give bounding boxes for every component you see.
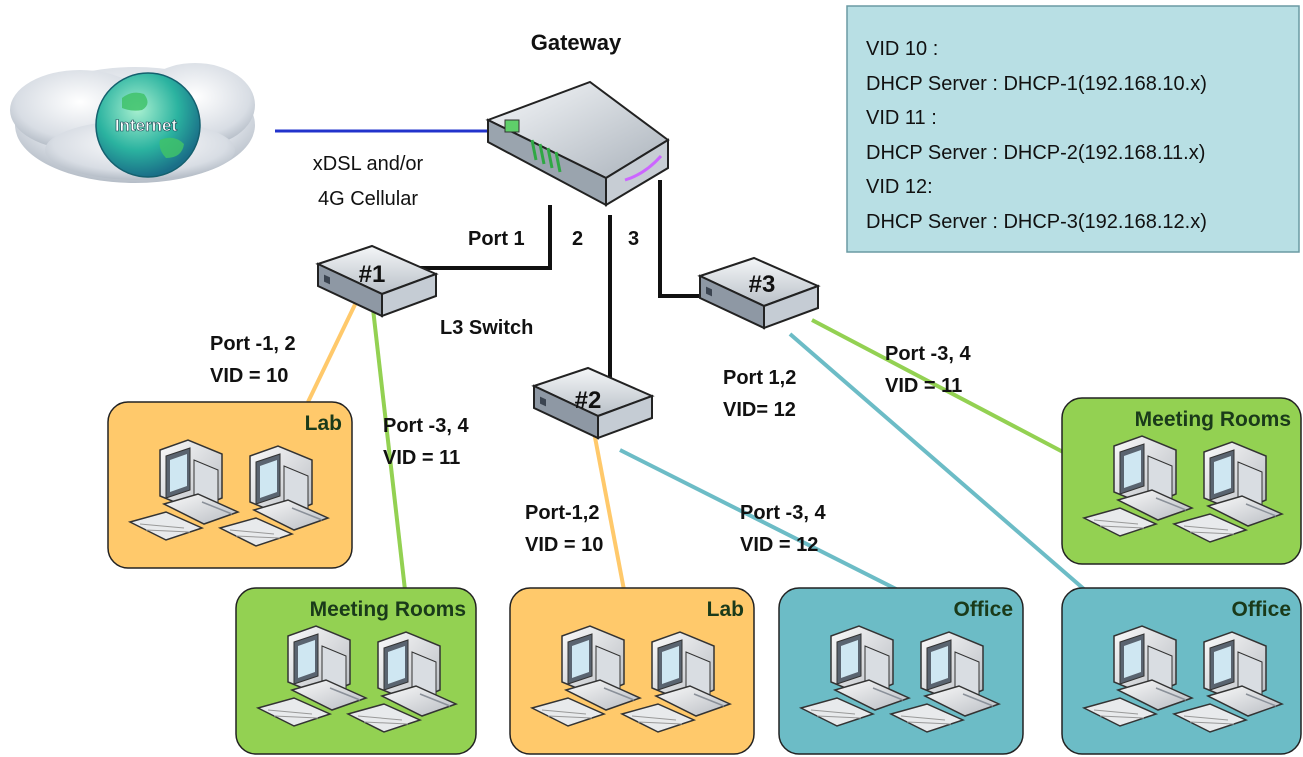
svg-text:Port 1,2: Port 1,2 <box>723 367 796 389</box>
link-label-sw2-office: Port -3, 4 VID = 12 <box>740 502 826 556</box>
info-line-2: DHCP Server : DHCP-1(192.168.10.x) <box>866 73 1207 95</box>
link-label-sw1-lab: Port -1, 2 VID = 10 <box>210 333 296 387</box>
info-line-1: VID 10 : <box>866 38 938 60</box>
info-line-4: DHCP Server : DHCP-2(192.168.11.x) <box>866 142 1205 164</box>
switch-1-id: #1 <box>359 261 386 288</box>
svg-text:VID = 11: VID = 11 <box>885 375 962 397</box>
gateway-port1-label: Port 1 <box>468 228 525 250</box>
gateway-port3-label: 3 <box>628 228 639 250</box>
room-lab2: Lab <box>509 587 755 755</box>
link-gw-sw1 <box>412 205 552 270</box>
gateway-title: Gateway <box>531 30 622 55</box>
link-label-sw3-office: Port 1,2 VID= 12 <box>723 367 796 421</box>
info-line-6: DHCP Server : DHCP-3(192.168.12.x) <box>866 211 1207 233</box>
wan-link-label-line2: 4G Cellular <box>318 188 418 210</box>
link-sw1-lab <box>306 289 364 403</box>
vlan-dhcp-info-box: VID 10 : DHCP Server : DHCP-1(192.168.10… <box>846 5 1300 253</box>
svg-text:Port -1, 2: Port -1, 2 <box>210 333 296 355</box>
room-office2: Office <box>1061 587 1302 755</box>
room-title: Meeting Rooms <box>1135 408 1291 431</box>
svg-text:VID = 12: VID = 12 <box>740 534 818 556</box>
switch-2-id: #2 <box>575 387 602 414</box>
link-sw3-meeting <box>811 318 1064 454</box>
switch-3-id: #3 <box>749 271 776 298</box>
link-gw-sw3 <box>658 180 706 298</box>
info-line-5: VID 12: <box>866 176 933 198</box>
svg-text:VID = 10: VID = 10 <box>210 365 288 387</box>
room-lab1: Lab <box>107 401 353 569</box>
switch-1-caption: L3 Switch <box>440 317 533 339</box>
switch-2-icon: #2 <box>533 367 653 439</box>
room-title: Meeting Rooms <box>310 598 466 621</box>
gateway-port2-label: 2 <box>572 228 583 250</box>
network-links <box>275 129 1087 592</box>
room-office1: Office <box>778 587 1024 755</box>
link-sw1-meeting <box>370 299 407 591</box>
gateway-router-icon <box>485 80 670 207</box>
link-sw3-office <box>788 332 1087 592</box>
svg-text:Port-1,2: Port-1,2 <box>525 502 599 524</box>
internet-label: Internet <box>115 116 178 135</box>
link-sw2-lab <box>592 431 626 591</box>
internet-cloud: Internet <box>10 63 255 183</box>
wan-link-label-line1: xDSL and/or <box>313 153 424 175</box>
room-title: Office <box>953 598 1013 621</box>
info-line-3: VID 11 : <box>866 107 937 129</box>
svg-text:VID = 11: VID = 11 <box>383 447 460 469</box>
room-title: Office <box>1231 598 1291 621</box>
room-meeting2: Meeting Rooms <box>1061 397 1302 565</box>
svg-text:Port -3, 4: Port -3, 4 <box>885 343 971 365</box>
svg-text:Port -3, 4: Port -3, 4 <box>383 415 469 437</box>
link-label-sw2-lab: Port-1,2 VID = 10 <box>525 502 603 556</box>
room-meeting1: Meeting Rooms <box>235 587 477 755</box>
switch-1-icon: #1 <box>317 245 437 317</box>
room-title: Lab <box>707 598 744 621</box>
svg-text:VID = 10: VID = 10 <box>525 534 603 556</box>
link-sw2-office <box>619 448 899 592</box>
room-title: Lab <box>305 412 342 435</box>
switch-3-icon: #3 <box>699 257 819 329</box>
svg-text:Port -3, 4: Port -3, 4 <box>740 502 826 524</box>
link-label-sw1-meeting: Port -3, 4 VID = 11 <box>383 415 469 469</box>
link-label-sw3-meeting: Port -3, 4 VID = 11 <box>885 343 971 397</box>
svg-text:VID= 12: VID= 12 <box>723 399 796 421</box>
